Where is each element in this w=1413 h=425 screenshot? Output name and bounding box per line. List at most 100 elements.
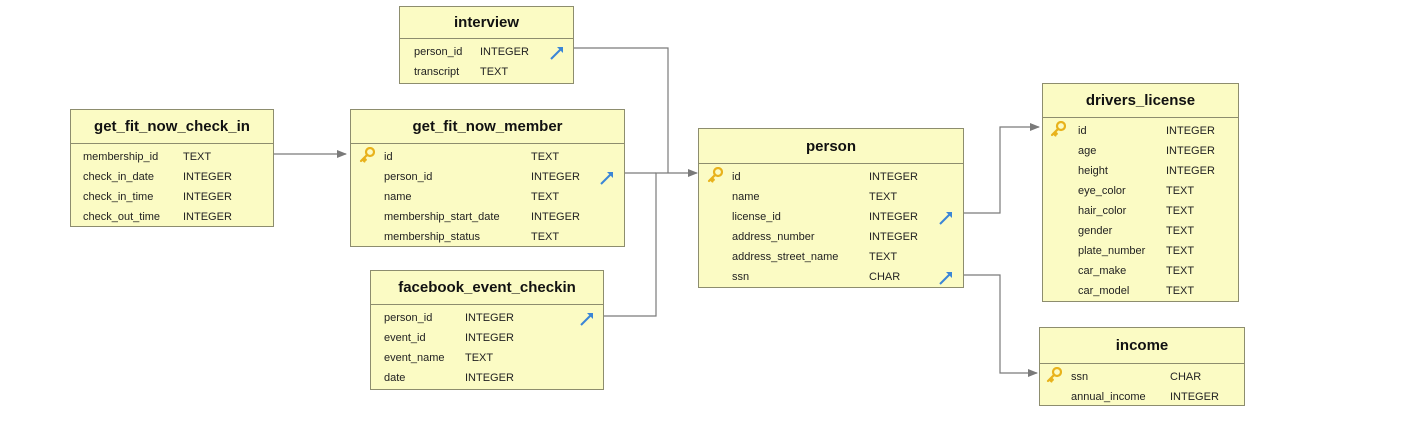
column-name: membership_start_date	[384, 211, 500, 223]
column-type: INTEGER	[480, 46, 529, 58]
table-title: person	[699, 129, 963, 164]
column-name: membership_status	[384, 231, 480, 243]
column-name: membership_id	[83, 151, 159, 163]
column-type: TEXT	[1166, 205, 1195, 217]
column-type: TEXT	[480, 66, 509, 78]
column-type: TEXT	[183, 151, 212, 163]
column-type: TEXT	[1166, 225, 1195, 237]
column-row[interactable]: event_name TEXT	[371, 349, 603, 369]
column-name: name	[732, 191, 760, 203]
column-type: INTEGER	[183, 211, 232, 223]
column-type: TEXT	[1166, 185, 1195, 197]
column-name: gender	[1078, 225, 1113, 237]
column-row[interactable]: id INTEGER	[699, 167, 963, 188]
column-name: name	[384, 191, 412, 203]
column-name: hair_color	[1078, 205, 1127, 217]
rel-person-to-income	[964, 274, 1038, 377]
column-row[interactable]: transcript TEXT	[400, 63, 573, 83]
column-type: INTEGER	[869, 231, 918, 243]
column-type: INTEGER	[869, 211, 918, 223]
column-row[interactable]: car_make TEXT	[1043, 262, 1238, 282]
column-type: INTEGER	[1166, 145, 1215, 157]
column-type: INTEGER	[869, 171, 918, 183]
column-row[interactable]: event_id INTEGER	[371, 329, 603, 349]
column-type: TEXT	[465, 352, 494, 364]
column-type: TEXT	[1166, 285, 1195, 297]
column-name: plate_number	[1078, 245, 1146, 257]
column-type: TEXT	[1166, 265, 1195, 277]
column-row[interactable]: height INTEGER	[1043, 162, 1238, 182]
table-title: get_fit_now_check_in	[71, 110, 273, 144]
column-name: event_id	[384, 332, 426, 344]
column-type: TEXT	[869, 251, 898, 263]
column-name: car_model	[1078, 285, 1130, 297]
column-row[interactable]: membership_start_date INTEGER	[351, 208, 624, 228]
column-row[interactable]: age INTEGER	[1043, 142, 1238, 162]
table-title: facebook_event_checkin	[371, 271, 603, 305]
column-type: INTEGER	[531, 211, 580, 223]
foreign-key-arrow-icon	[939, 212, 952, 225]
column-name: check_in_date	[83, 171, 154, 183]
primary-key-icon	[1050, 121, 1066, 137]
column-name: id	[732, 171, 741, 183]
column-type: INTEGER	[1166, 165, 1215, 177]
table-title: interview	[400, 7, 573, 39]
foreign-key-arrow-icon	[600, 172, 613, 185]
column-name: person_id	[384, 312, 433, 324]
foreign-key-arrow-icon	[939, 272, 952, 285]
column-row[interactable]: membership_id TEXT	[71, 148, 273, 168]
column-type: CHAR	[869, 271, 901, 283]
column-row[interactable]: hair_color TEXT	[1043, 202, 1238, 222]
column-type: INTEGER	[531, 171, 580, 183]
column-row[interactable]: check_out_time INTEGER	[71, 208, 273, 228]
column-type: TEXT	[531, 151, 560, 163]
column-row[interactable]: gender TEXT	[1043, 222, 1238, 242]
primary-key-icon	[707, 167, 723, 183]
column-name: date	[384, 372, 406, 384]
column-name: id	[384, 151, 393, 163]
table-get-fit-now-check-in[interactable]: get_fit_now_check_in membership_id TEXT ch…	[70, 109, 274, 227]
table-title: drivers_license	[1043, 84, 1238, 118]
column-row[interactable]: id TEXT	[351, 147, 624, 168]
column-type: INTEGER	[1166, 125, 1215, 137]
table-title: income	[1040, 328, 1244, 364]
column-row[interactable]: membership_status TEXT	[351, 228, 624, 248]
column-type: TEXT	[531, 231, 560, 243]
column-type: INTEGER	[465, 332, 514, 344]
primary-key-icon	[1046, 367, 1062, 383]
column-name: check_in_time	[83, 191, 154, 203]
column-name: transcript	[414, 66, 460, 78]
column-name: car_make	[1078, 265, 1127, 277]
column-name: age	[1078, 145, 1097, 157]
column-type: TEXT	[531, 191, 560, 203]
column-name: check_out_time	[83, 211, 161, 223]
column-row[interactable]: car_model TEXT	[1043, 282, 1238, 302]
column-type: INTEGER	[1170, 391, 1219, 403]
column-name: height	[1078, 165, 1108, 177]
column-name: event_name	[384, 352, 445, 364]
column-row[interactable]: name TEXT	[351, 188, 624, 208]
primary-key-icon	[359, 147, 375, 163]
